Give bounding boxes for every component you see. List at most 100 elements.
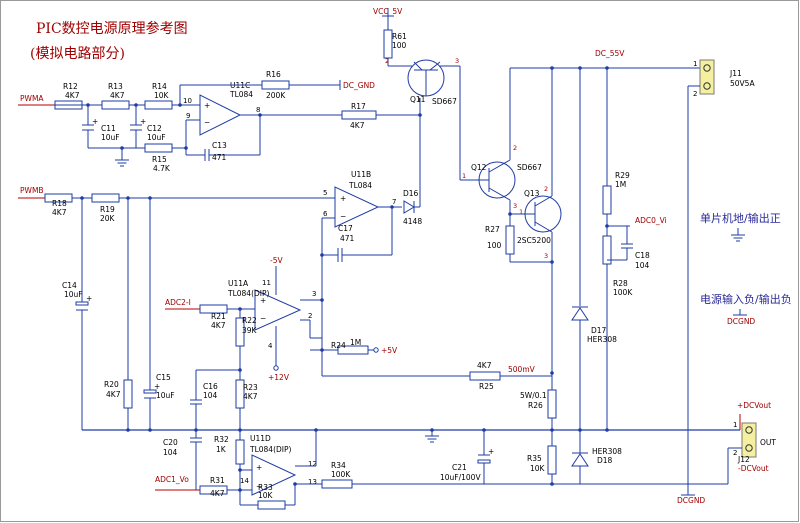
schematic-label: 3 <box>455 57 459 65</box>
schematic-label: SD667 <box>432 97 457 106</box>
schematic-label: 39K <box>242 326 258 335</box>
resistor-r61 <box>383 29 393 59</box>
schematic-label: 104 <box>635 261 650 270</box>
schematic-label: R25 <box>479 382 494 391</box>
net-dc-gnd: DC_GND <box>343 81 375 90</box>
schematic-label: 6 <box>323 210 328 218</box>
schematic-label: − <box>204 118 210 127</box>
schematic-label: R31 <box>210 476 225 485</box>
schematic-label: R32 <box>214 435 229 444</box>
resistor-r33 <box>257 500 286 510</box>
schematic-label: 10uF/100V <box>440 473 481 482</box>
connector-j11: 1 2 J11 50V5A <box>687 59 755 495</box>
schematic-label: 471 <box>340 234 355 243</box>
schematic-label: C14 <box>62 281 77 290</box>
schematic-label: 1 <box>462 172 466 180</box>
schematic-label: R17 <box>351 102 366 111</box>
schematic-label: C15 <box>156 373 171 382</box>
schematic-label: TL084 <box>229 90 253 99</box>
opamp-u11b <box>334 186 380 228</box>
resistor-r26 <box>547 389 557 419</box>
resistor-r35 <box>547 445 557 475</box>
net-dcgnd-a: DCGND <box>727 317 755 326</box>
net-pwma: PWMA <box>20 94 44 103</box>
schematic-label: 1K <box>216 445 227 454</box>
net-pos5: +5V <box>381 346 398 355</box>
schematic-label: Q12 <box>471 163 487 172</box>
schematic-label: 10 <box>183 97 192 105</box>
schematic-label: 3 <box>513 202 517 210</box>
schematic-label: Q11 <box>410 95 426 104</box>
schematic-label: + <box>488 447 494 456</box>
schematic-label: 8 <box>256 106 260 114</box>
schematic-label: R24 <box>331 341 346 350</box>
schematic-label: OUT <box>760 438 776 447</box>
schematic-label: 4148 <box>403 217 422 226</box>
schematic-label: 100 <box>487 241 502 250</box>
u11d-section: C20 104 ADC1_Vo R31 4K7 R32 1K + − U11D … <box>155 430 728 510</box>
schematic-label: R20 <box>104 380 119 389</box>
schematic-label: + <box>140 117 146 126</box>
resistor-r20 <box>123 379 133 409</box>
schematic-label: U11D <box>250 434 271 443</box>
schematic-label: 100K <box>613 288 633 297</box>
schematic-label: 2SC5200 <box>517 236 551 245</box>
schematic-label: 10K <box>258 491 274 500</box>
pwmb-section: PWMB R18 4K7 R19 20K C14 10uF + R20 4K7 … <box>18 113 422 430</box>
note-ground: 单片机地/输出正 <box>700 211 781 225</box>
schematic-label: R22 <box>242 316 257 325</box>
schematic-label: + <box>256 463 262 472</box>
schematic-label: TL084(DIP) <box>249 445 292 454</box>
schematic-label: 4K7 <box>350 121 365 130</box>
schematic-label: 4 <box>268 342 273 350</box>
schematic-label: 2 <box>385 57 389 65</box>
schematic-label: 200K <box>266 91 286 100</box>
pwma-section: PWMA R12 4K7 R13 4K7 R14 10K C11 10uF + … <box>18 70 421 173</box>
net-adc2: ADC2-I <box>165 298 191 307</box>
schematic-label: C11 <box>101 124 116 133</box>
schematic-label: R33 <box>258 483 273 492</box>
schematic-label: U11B <box>351 170 371 179</box>
schematic-label: HER308 <box>587 335 617 344</box>
schematic-label: 4.7K <box>153 164 171 173</box>
net-neg5: -5V <box>270 256 283 265</box>
schematic-label: TL084(DIP) <box>227 289 270 298</box>
schematic-label: 9 <box>186 112 190 120</box>
schematic-label: R15 <box>152 155 167 164</box>
schematic-label: 11 <box>262 279 271 287</box>
schematic-label: J11 <box>729 69 742 78</box>
schematic-label: R21 <box>211 312 226 321</box>
schematic-label: C18 <box>635 251 650 260</box>
schematic-label: 4K7 <box>210 489 225 498</box>
schematic-label: 10uF <box>101 133 120 142</box>
schematic-label: J12 <box>737 455 750 464</box>
resistor-r25 <box>469 371 501 381</box>
schematic-label: + <box>260 296 266 305</box>
schematic-label: R28 <box>613 279 628 288</box>
schematic-label: + <box>86 294 92 303</box>
schematic-label: 50V5A <box>730 79 755 88</box>
schematic-label: TL084 <box>348 181 372 190</box>
schematic-label: R23 <box>243 383 258 392</box>
schematic-label: R27 <box>485 225 500 234</box>
schematic-label: R13 <box>108 82 123 91</box>
net-adc0: ADC0_Vi <box>635 216 667 225</box>
schematic-label: 100 <box>392 41 407 50</box>
schematic-label: 1 <box>519 208 523 216</box>
schematic-label: C20 <box>163 438 178 447</box>
resistor-r32 <box>235 439 245 465</box>
connector-j12: +DCVout 1 2 OUT J12 -DCVout DCGND <box>677 401 776 505</box>
schematic-label: 1M <box>615 180 626 189</box>
schematic-label: 100K <box>331 470 351 479</box>
resistor-r27 <box>505 225 515 255</box>
net-pwmb: PWMB <box>20 186 44 195</box>
resistor-r17 <box>341 110 377 120</box>
schematic-label: + <box>204 101 210 110</box>
r25-note: 500mV <box>508 365 536 374</box>
opamp-u11c <box>199 94 242 136</box>
resistor-r15 <box>144 143 173 153</box>
note-input: 电源输入负/输出负 <box>700 292 792 306</box>
schematic-label: Q13 <box>524 189 540 198</box>
schematic-label: 2 <box>733 449 737 457</box>
resistor-r34 <box>321 479 353 489</box>
